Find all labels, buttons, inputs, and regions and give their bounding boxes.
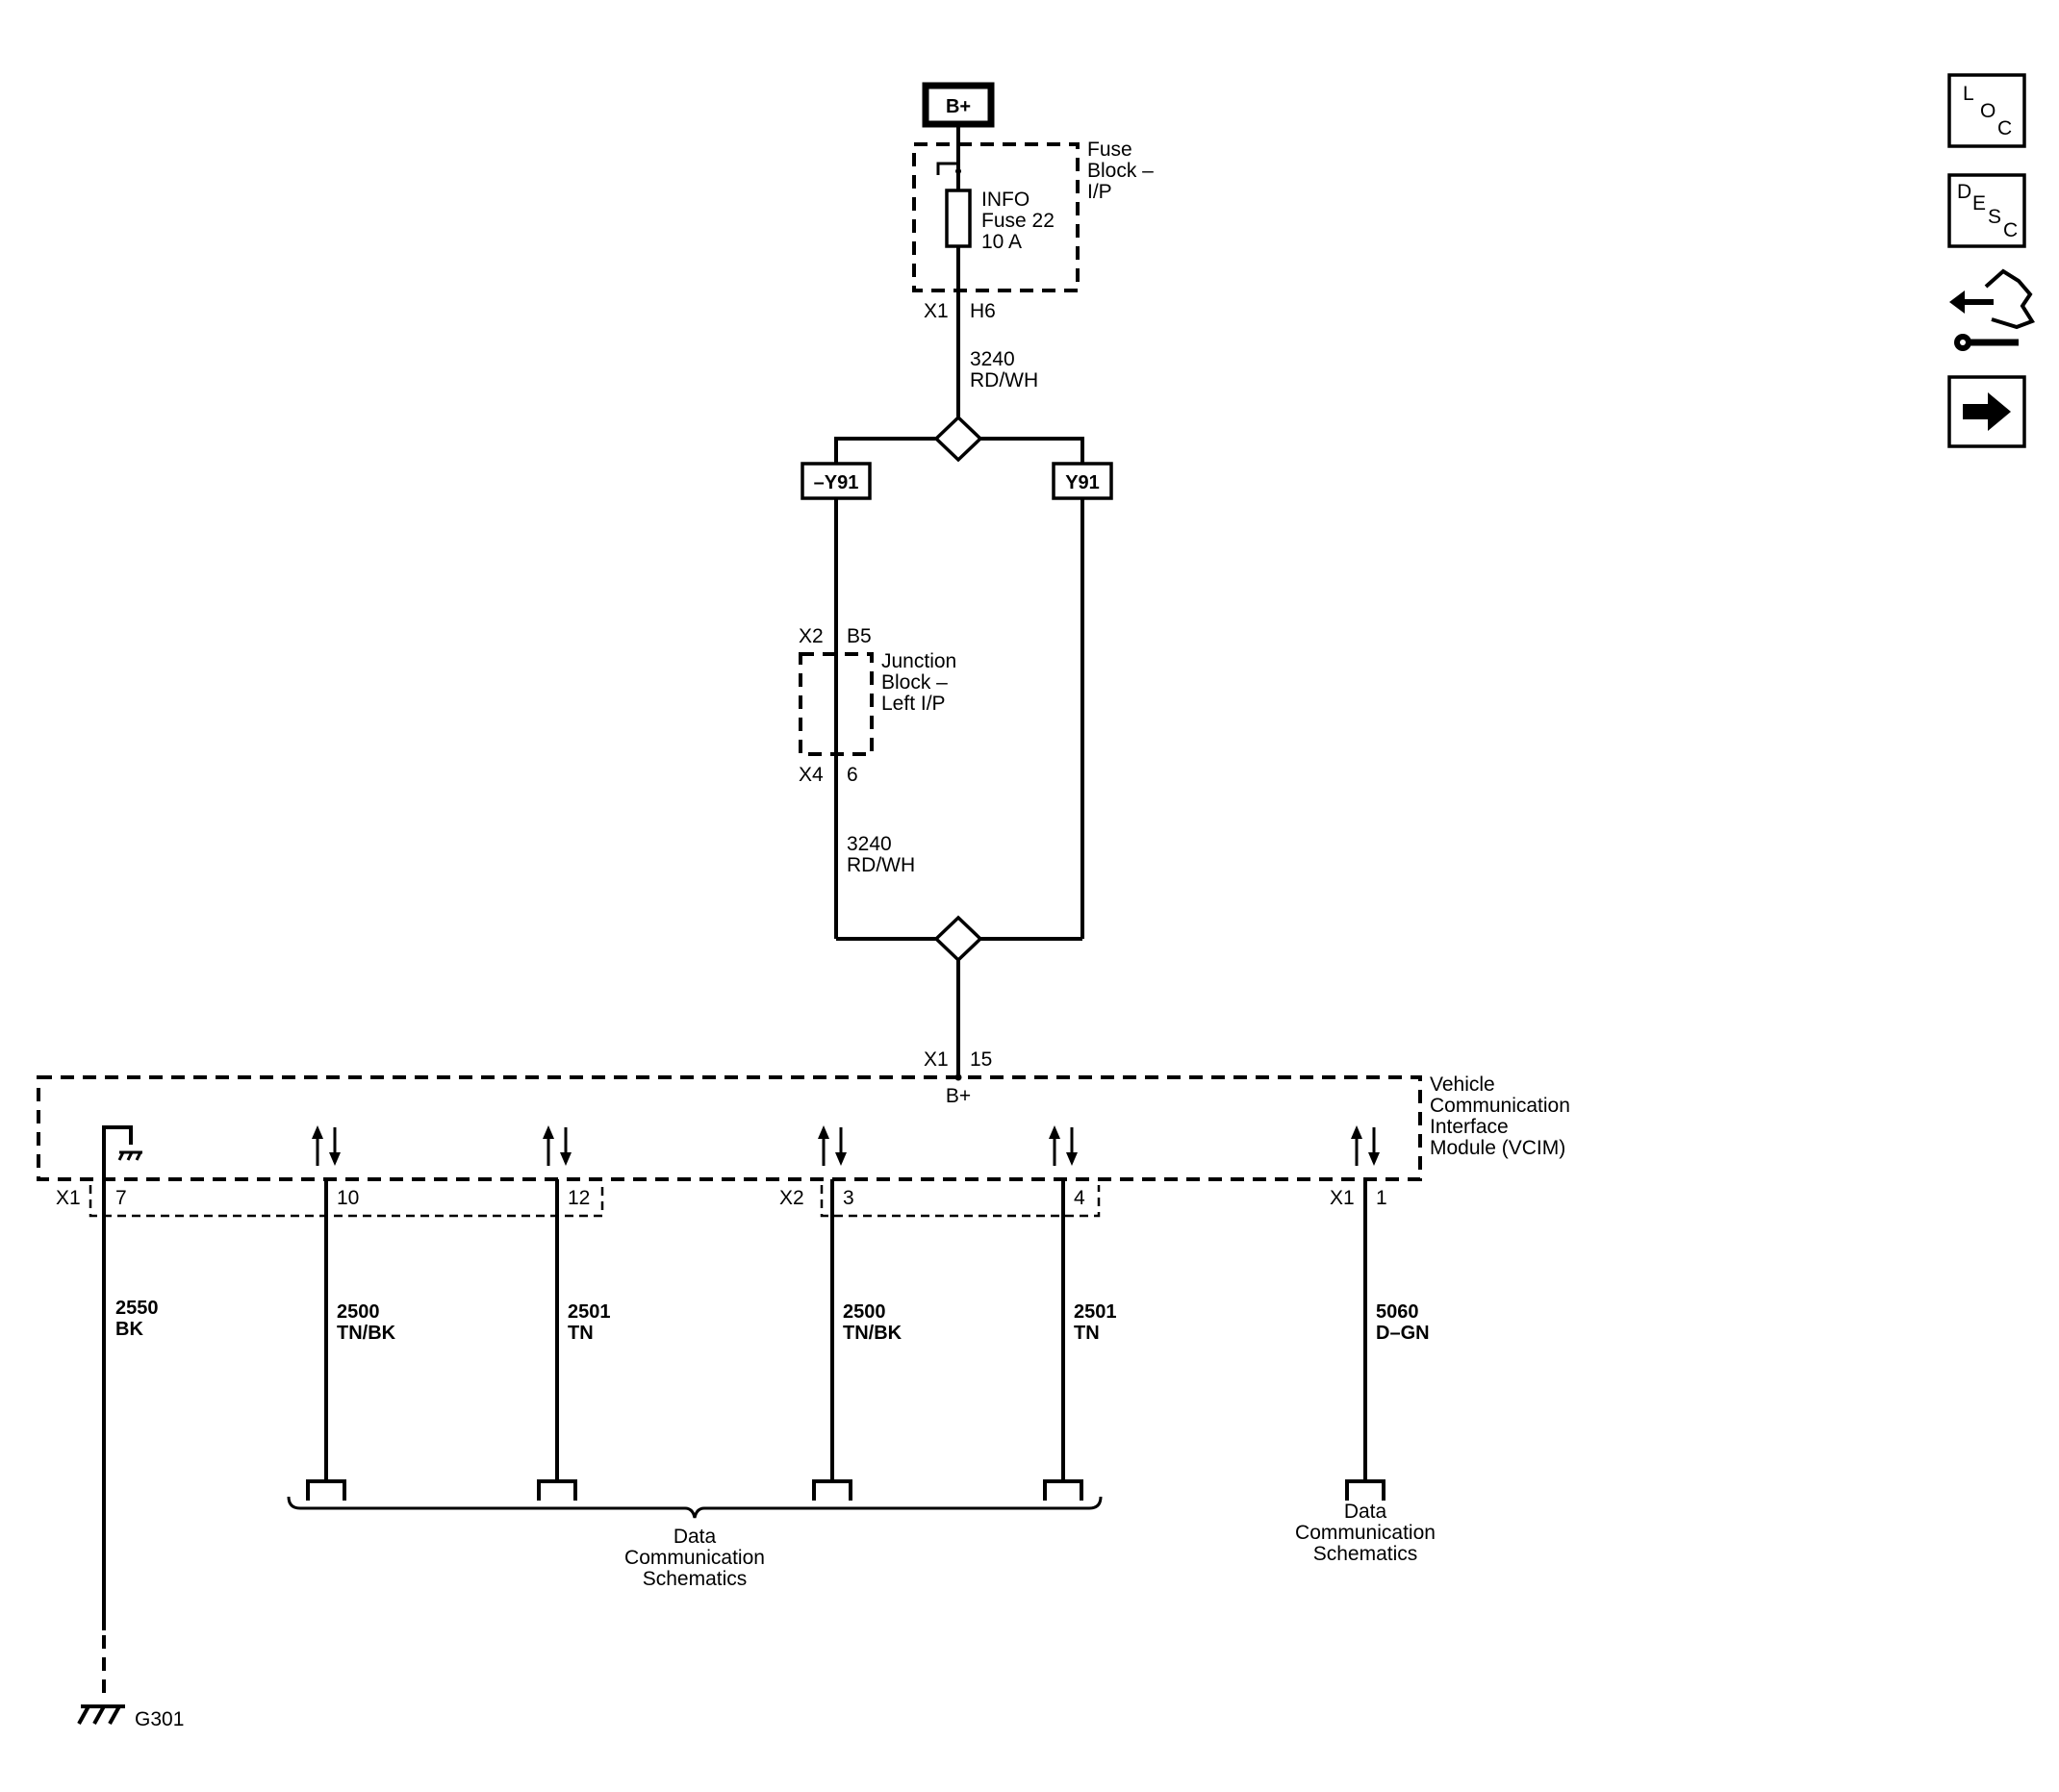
x1-connector-outline <box>89 1185 604 1218</box>
wire-2500-a-color: TN/BK <box>337 1323 396 1344</box>
harness-connector-icon-4 <box>1043 1479 1083 1501</box>
data-comm-right-3: Schematics <box>1313 1543 1418 1565</box>
harness-connector-icon-10 <box>306 1479 346 1501</box>
wire-2500-b-circuit: 2500 <box>843 1301 886 1323</box>
arrow-right-icon <box>1963 392 2011 431</box>
junction-name-1: Junction <box>881 650 956 672</box>
wire-2501-a-circuit: 2501 <box>568 1301 611 1323</box>
wire-mid-circuit: 3240 <box>847 833 892 855</box>
junction-block: Junction Block – Left I/P <box>799 650 956 756</box>
fuse-icon <box>945 189 972 248</box>
wire-top-circuit: 3240 <box>970 348 1015 370</box>
wire-mid-color: RD/WH <box>847 854 915 876</box>
svg-text:E: E <box>1972 192 1986 215</box>
junction-top-pin: B5 <box>847 625 872 647</box>
group-brace <box>287 1496 1103 1519</box>
pin-10-number: 10 <box>337 1187 359 1209</box>
fuse-block-name-1: Fuse <box>1087 139 1132 161</box>
internal-ground-icon <box>117 1150 142 1161</box>
splice-top <box>933 415 983 463</box>
data-comm-right-1: Data <box>1344 1501 1387 1523</box>
fuse-block-name-3: I/P <box>1087 181 1112 203</box>
bidirectional-arrow-icon-3 <box>818 1125 847 1166</box>
fuse-pin: H6 <box>970 300 996 322</box>
chassis-ground-icon <box>77 1704 125 1725</box>
wire-5060-circuit: 5060 <box>1376 1301 1419 1323</box>
pin-3-number: 3 <box>843 1187 854 1209</box>
bidirectional-arrow-icon-1 <box>1351 1125 1380 1166</box>
vcim-power-pin: 15 <box>970 1048 992 1071</box>
wire-2501-a-color: TN <box>568 1323 594 1344</box>
data-comm-left-1: Data <box>674 1526 717 1548</box>
pin-1-connector: X1 <box>1330 1187 1355 1209</box>
vcim-name-1: Vehicle <box>1430 1073 1495 1096</box>
fuse-connector: X1 <box>924 300 949 322</box>
fuse-name: INFO <box>981 189 1030 211</box>
wire-2500-a-circuit: 2500 <box>337 1301 380 1323</box>
wire-2500-b-color: TN/BK <box>843 1323 902 1344</box>
connector-tool-icon[interactable] <box>1949 268 2035 351</box>
harness-connector-icon-1 <box>1345 1479 1385 1501</box>
fuse-rating: 10 A <box>981 231 1022 253</box>
battery-positive-box: B+ <box>922 82 995 128</box>
svg-text:O: O <box>1980 100 1995 122</box>
data-comm-left-3: Schematics <box>643 1568 748 1590</box>
svg-text:C: C <box>1997 117 2012 139</box>
wire-2550-color: BK <box>115 1319 143 1340</box>
fuse-block: Fuse Block – I/P INFO Fuse 22 10 A <box>912 139 1154 315</box>
svg-text:L: L <box>1963 83 1974 105</box>
vcim-power-terminal: B+ <box>946 1085 971 1107</box>
harness-connector-icon-12 <box>537 1479 577 1501</box>
junction-bottom-connector: X4 <box>799 764 824 786</box>
bidirectional-arrow-icon-4 <box>1049 1125 1078 1166</box>
vcim-name-3: Interface <box>1430 1116 1509 1138</box>
svg-text:Y91: Y91 <box>1065 472 1100 493</box>
desc-button[interactable]: D E S C <box>1947 173 2026 248</box>
fuse-block-name-2: Block – <box>1087 160 1154 182</box>
wire-2550-circuit: 2550 <box>115 1298 159 1319</box>
wire-top-color: RD/WH <box>970 369 1038 391</box>
wire-5060-color: D–GN <box>1376 1323 1430 1344</box>
loc-button[interactable]: L O C <box>1947 73 2026 148</box>
svg-text:–Y91: –Y91 <box>814 472 859 493</box>
data-comm-left-2: Communication <box>624 1547 765 1569</box>
pin-4-number: 4 <box>1074 1187 1085 1209</box>
battery-label: B+ <box>946 96 971 117</box>
splice-bottom <box>933 915 983 963</box>
option-box-left: –Y91 <box>801 462 872 500</box>
bidirectional-arrow-icon-10 <box>312 1125 341 1166</box>
junction-name-2: Block – <box>881 671 948 694</box>
junction-top-connector: X2 <box>799 625 824 647</box>
vcim-module: Vehicle Communication Interface Module (… <box>37 1073 1570 1181</box>
x2-connector-outline <box>820 1185 1101 1218</box>
vcim-name-2: Communication <box>1430 1095 1570 1117</box>
pin-7-connector: X1 <box>56 1187 81 1209</box>
wire-2501-b-color: TN <box>1074 1323 1100 1344</box>
data-comm-right-2: Communication <box>1295 1522 1436 1544</box>
pin-12-number: 12 <box>568 1187 590 1209</box>
ground-label: G301 <box>135 1708 184 1730</box>
harness-connector-icon-3 <box>812 1479 852 1501</box>
fuse-number: Fuse 22 <box>981 210 1055 232</box>
option-box-right: Y91 <box>1052 462 1113 500</box>
vcim-name-4: Module (VCIM) <box>1430 1137 1565 1159</box>
junction-name-3: Left I/P <box>881 693 946 715</box>
svg-text:C: C <box>2003 219 2018 241</box>
wire-2501-b-circuit: 2501 <box>1074 1301 1117 1323</box>
junction-bottom-pin: 6 <box>847 764 858 786</box>
next-button[interactable] <box>1947 375 2026 448</box>
vcim-power-connector: X1 <box>924 1048 949 1071</box>
bidirectional-arrow-icon-12 <box>543 1125 572 1166</box>
pin-1-number: 1 <box>1376 1187 1387 1209</box>
svg-text:S: S <box>1988 206 2001 228</box>
pin-3-connector: X2 <box>779 1187 804 1209</box>
svg-text:D: D <box>1957 181 1971 203</box>
pin-7-number: 7 <box>115 1187 127 1209</box>
